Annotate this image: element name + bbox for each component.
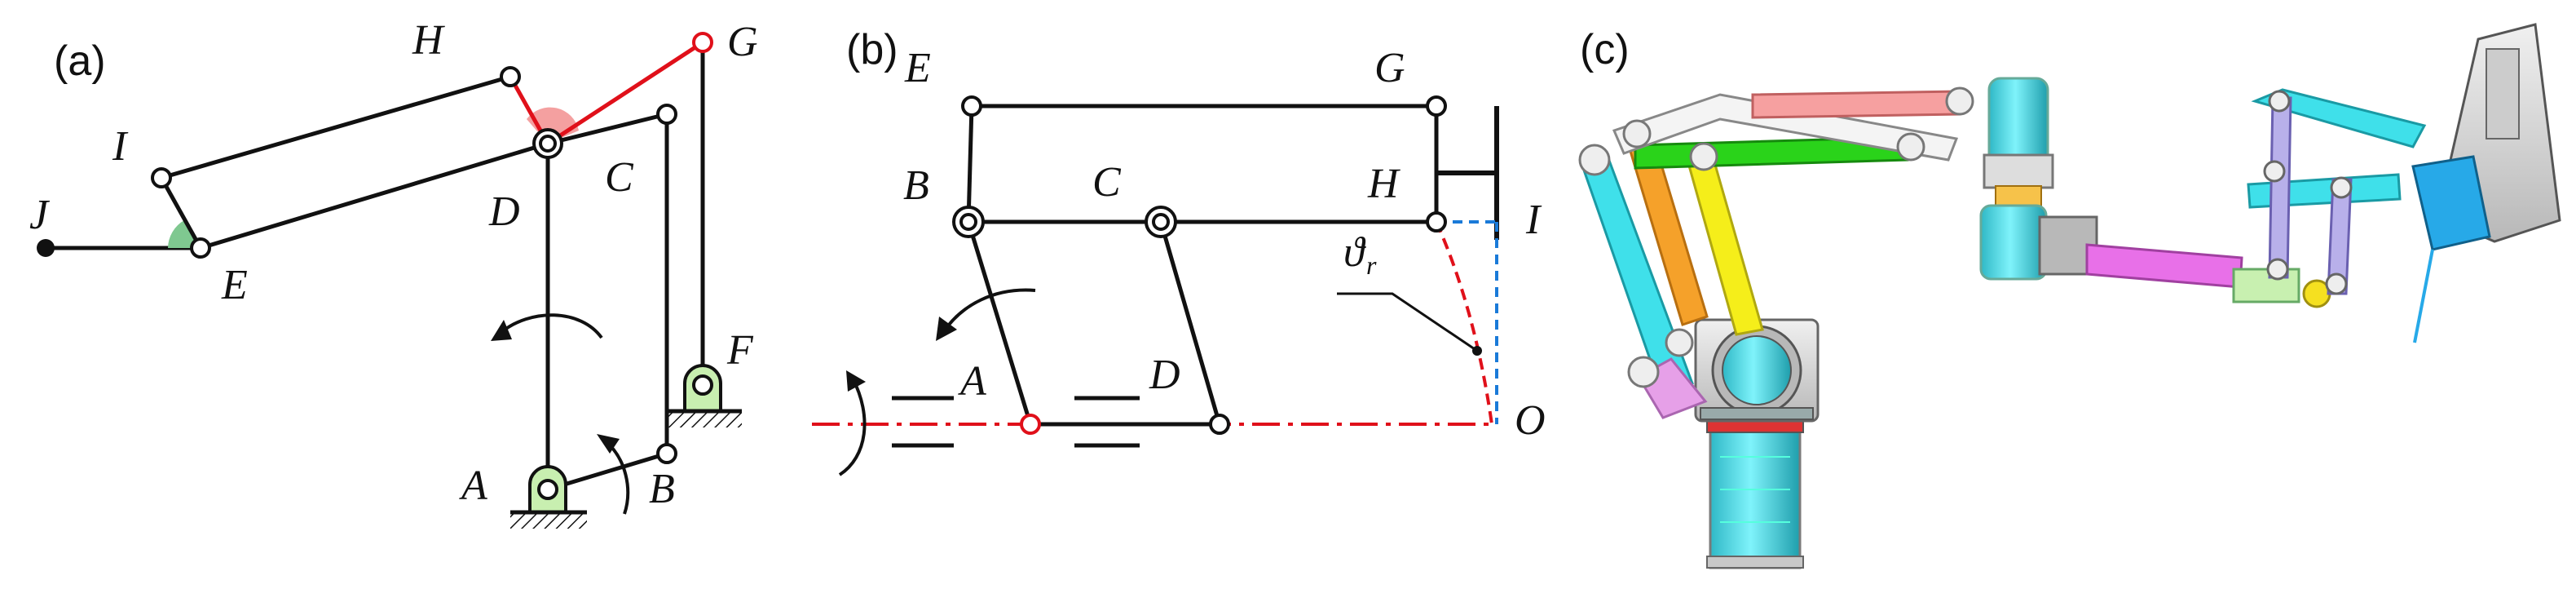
magenta-link	[2085, 243, 2243, 289]
joint-c-inner	[1152, 213, 1170, 231]
rotation-arrowhead-d	[491, 320, 512, 341]
label-c: C	[605, 154, 634, 201]
joint-i	[151, 167, 172, 188]
label-g-b: G	[1374, 45, 1405, 91]
rotation-arrowhead-a	[597, 434, 620, 454]
label-f: F	[726, 327, 754, 374]
rotation-arrowhead-b	[936, 317, 957, 341]
joint-h-b	[1426, 211, 1447, 232]
label-d: D	[488, 188, 520, 235]
label-a-b: A	[958, 358, 986, 405]
angle-pointer-line	[1337, 292, 1478, 352]
ground-support-f	[665, 364, 742, 427]
label-e: E	[221, 262, 248, 308]
link-c-d	[1158, 221, 1222, 425]
label-b-b: B	[903, 162, 929, 209]
joint-b	[656, 443, 677, 464]
link-a-b	[547, 451, 668, 492]
joint-d-b	[1209, 414, 1230, 435]
lilac-link-left	[2268, 96, 2292, 279]
ground-support-a	[510, 465, 587, 529]
label-a: A	[459, 463, 487, 509]
light-green-plate	[2232, 268, 2300, 303]
angle-marker-e	[168, 220, 201, 248]
panel-c-tag: (c)	[1580, 26, 1630, 73]
panel-a: (a)	[29, 17, 758, 529]
joint-g	[692, 32, 713, 53]
angle-marker-d	[527, 107, 579, 144]
angle-symbol: ϑ	[1343, 229, 1366, 276]
joint-e-b	[961, 95, 982, 117]
link-d-g	[546, 40, 704, 146]
white-frame-link	[1612, 93, 1959, 162]
robot-base	[1706, 420, 1804, 569]
rotation-arrow-a	[603, 439, 630, 515]
link-i-e	[159, 176, 203, 250]
label-i-b: I	[1525, 197, 1542, 243]
label-g: G	[727, 19, 758, 65]
rotation-arrow-a-b	[838, 378, 867, 476]
label-j: J	[29, 192, 51, 238]
panel-c: (c)	[1578, 23, 2561, 569]
robot-joint-discs	[1578, 86, 1974, 388]
panel-b: (b)	[812, 26, 1546, 476]
joint-j	[37, 239, 55, 257]
joint-a-b	[1020, 414, 1041, 435]
rotation-arrow-d	[499, 313, 603, 339]
joint-g-b	[1426, 95, 1447, 117]
angle-subscript: r	[1366, 250, 1377, 280]
link-e-d	[200, 141, 549, 250]
joint-h	[500, 66, 521, 87]
label-i: I	[112, 123, 129, 170]
joint-e	[190, 237, 211, 259]
angle-pointer-dot	[1472, 346, 1482, 356]
rotation-arrow-b	[942, 288, 1036, 333]
joint-b-inner	[959, 213, 977, 231]
label-e-b: E	[904, 45, 931, 91]
link-d-c	[547, 112, 668, 146]
panel-b-tag: (b)	[846, 26, 898, 73]
tool-housing	[2411, 23, 2561, 343]
joint-c	[656, 104, 677, 125]
label-b: B	[649, 466, 675, 512]
label-d-b: D	[1149, 352, 1180, 398]
red-dashed-arc	[1435, 221, 1493, 425]
link-e-b	[966, 105, 974, 223]
label-h: H	[412, 17, 445, 64]
panel-a-tag: (a)	[54, 38, 106, 85]
joint-d-inner	[539, 135, 557, 153]
label-c-b: C	[1092, 159, 1122, 206]
link-b-a	[966, 221, 1033, 425]
right-joint-discs	[2263, 90, 2353, 295]
shoulder-housing	[1694, 318, 1820, 423]
link-i-h	[161, 74, 511, 180]
label-h-b: H	[1367, 161, 1400, 207]
pink-link	[1751, 90, 1961, 119]
label-o-b: O	[1515, 397, 1546, 444]
rotation-arrowhead-a-b	[846, 370, 866, 392]
elbow-module	[1979, 77, 2098, 281]
